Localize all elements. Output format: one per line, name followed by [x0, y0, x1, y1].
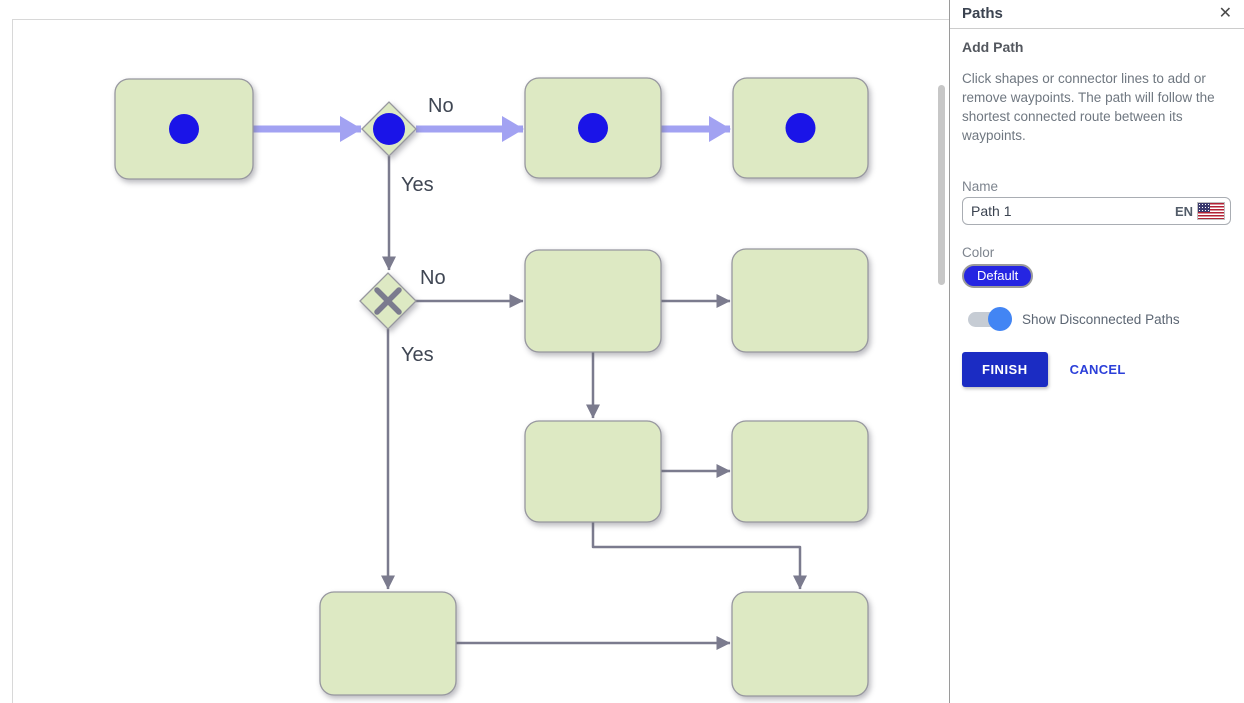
toggle-thumb-icon	[988, 307, 1012, 331]
path-name-input[interactable]	[962, 197, 1231, 225]
button-row: FINISH CANCEL	[962, 352, 1231, 387]
waypoint-dot-icon	[169, 114, 199, 144]
panel-body: Add Path Click shapes or connector lines…	[950, 29, 1244, 387]
canvas-scrollbar-thumb[interactable]	[938, 85, 945, 285]
close-icon[interactable]: ✕	[1218, 4, 1232, 22]
us-flag-icon	[1197, 202, 1225, 220]
color-default-pill[interactable]: Default	[962, 264, 1034, 288]
flow-shape-box[interactable]	[731, 420, 869, 523]
connector-label: No	[428, 95, 454, 117]
path-description: Click shapes or connector lines to add o…	[962, 71, 1215, 143]
name-field-wrap: EN	[962, 197, 1231, 225]
flow-shape-diamond[interactable]	[361, 101, 417, 157]
language-code: EN	[1174, 203, 1193, 219]
panel-header: Paths ✕	[950, 0, 1244, 29]
flow-shape-box[interactable]	[524, 420, 662, 523]
show-disconnected-toggle[interactable]	[968, 307, 1012, 331]
connector[interactable]	[591, 522, 807, 590]
waypoint-dot-icon	[578, 113, 608, 143]
name-label: Name	[962, 179, 999, 194]
toggle-row: Show Disconnected Paths	[962, 307, 1231, 331]
flow-shape-box[interactable]	[524, 77, 662, 179]
finish-button[interactable]: FINISH	[962, 352, 1048, 387]
flow-shape-box[interactable]	[524, 249, 662, 353]
flow-shape-box[interactable]	[114, 78, 254, 180]
waypoint-dot-icon	[785, 113, 816, 143]
cancel-button[interactable]: CANCEL	[1069, 362, 1126, 377]
flow-shape-box[interactable]	[319, 591, 457, 696]
cross-icon	[374, 287, 402, 315]
waypoint-dot-icon	[373, 113, 405, 145]
language-badge[interactable]: EN	[1175, 202, 1225, 220]
paths-panel: Paths ✕ Add Path Click shapes or connect…	[949, 0, 1244, 703]
connector-label: Yes	[401, 174, 434, 196]
panel-title: Paths	[962, 5, 1003, 22]
color-label: Color	[962, 245, 995, 260]
section-title: Add Path	[962, 39, 1024, 55]
flow-shape-box[interactable]	[731, 248, 869, 353]
connector-label: No	[420, 267, 446, 289]
flow-shape-diamond[interactable]	[359, 272, 417, 330]
flow-shape-box[interactable]	[732, 77, 869, 179]
flow-shape-box[interactable]	[731, 591, 869, 697]
toggle-label: Show Disconnected Paths	[1022, 311, 1180, 327]
connector-label: Yes	[401, 344, 434, 366]
